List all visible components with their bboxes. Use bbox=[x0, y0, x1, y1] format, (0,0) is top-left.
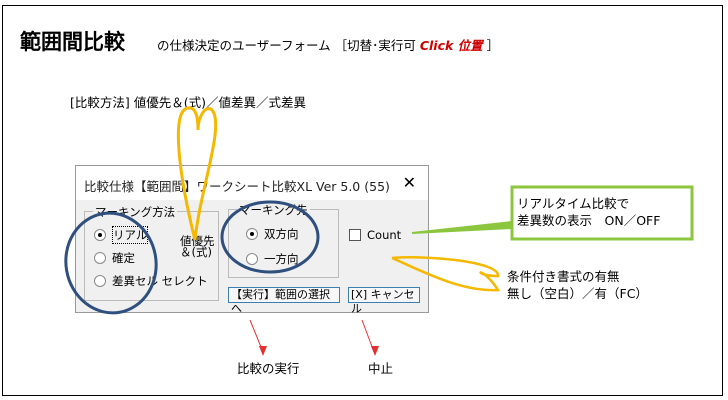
radio-both[interactable]: 双方向 bbox=[246, 226, 299, 242]
count-note-line: 差異数の表示 ON／OFF bbox=[517, 213, 661, 228]
marking-method-label: マーキング方法 bbox=[93, 204, 178, 220]
fc-note-line: 無し（空白）／有（FC） bbox=[507, 286, 648, 301]
yellow-loop-method bbox=[176, 106, 218, 241]
radio-label: 双方向 bbox=[264, 227, 299, 241]
radio-label: 確定 bbox=[112, 251, 135, 265]
bracket-close: ］ bbox=[486, 38, 500, 53]
fc-note-line: 条件付き書式の有無 bbox=[507, 269, 620, 284]
checkbox-box[interactable] bbox=[349, 229, 361, 241]
green-callout-pointer bbox=[411, 220, 513, 234]
blue-circle-method bbox=[64, 211, 158, 315]
green-callout-box bbox=[510, 185, 694, 241]
value-priority-label: 値優先＆(式) bbox=[180, 234, 215, 259]
page-title: 範囲間比較 bbox=[20, 30, 125, 54]
subtitle-text: の仕様決定のユーザーフォーム ［切替･実行可 bbox=[157, 38, 416, 53]
radio-one[interactable]: 一方向 bbox=[246, 251, 299, 267]
page-subtitle: の仕様決定のユーザーフォーム ［切替･実行可 Click 位置 ］ bbox=[157, 35, 499, 54]
cancel-note: 中止 bbox=[368, 361, 394, 376]
count-note: リアルタイム比較で差異数の表示 ON／OFF bbox=[517, 195, 660, 229]
yellow-loop-fc bbox=[391, 256, 501, 292]
value-priority-line: ＆(式) bbox=[180, 245, 212, 259]
fc-note: 条件付き書式の有無無し（空白）／有（FC） bbox=[507, 268, 648, 302]
method-description: [比較方法] 値優先＆(式)／値差異／式差異 bbox=[70, 95, 306, 110]
count-note-line: リアルタイム比較で bbox=[517, 196, 630, 211]
close-icon[interactable]: ✕ bbox=[402, 173, 416, 192]
execute-note: 比較の実行 bbox=[237, 361, 300, 376]
radio-label: 差異セル セレクト bbox=[112, 274, 208, 288]
radio-dot[interactable] bbox=[246, 253, 258, 265]
dialog-title-bar: 比較仕様【範囲間】ワークシート比較XL Ver 5.0 (55) ✕ bbox=[76, 166, 428, 200]
blue-circle-target bbox=[220, 200, 320, 274]
radio-dot[interactable] bbox=[94, 275, 106, 287]
radio-dot[interactable] bbox=[94, 252, 106, 264]
cancel-button[interactable]: [X] キャンセル bbox=[348, 287, 420, 315]
radio-label: 一方向 bbox=[264, 252, 299, 266]
marking-method-group: マーキング方法 bbox=[84, 204, 219, 301]
radio-diff-select[interactable]: 差異セル セレクト bbox=[94, 273, 208, 289]
execute-button[interactable]: 【実行】範囲の選択へ bbox=[228, 287, 340, 315]
radio-dot[interactable] bbox=[94, 229, 106, 241]
dialog-title: 比較仕様【範囲間】ワークシート比較XL Ver 5.0 (55) bbox=[84, 179, 390, 194]
page-frame bbox=[2, 5, 723, 396]
click-link[interactable]: Click 位置 bbox=[419, 38, 483, 53]
radio-confirm[interactable]: 確定 bbox=[94, 250, 135, 266]
red-arrowhead-cancel bbox=[371, 346, 379, 356]
count-label: Count bbox=[367, 228, 402, 242]
radio-dot[interactable] bbox=[246, 228, 258, 240]
comparison-dialog: 比較仕様【範囲間】ワークシート比較XL Ver 5.0 (55) ✕ マーキング… bbox=[75, 165, 429, 315]
red-arrowhead-execute bbox=[259, 346, 267, 356]
value-priority-line: 値優先 bbox=[180, 234, 215, 248]
count-checkbox[interactable]: Count bbox=[349, 228, 401, 242]
